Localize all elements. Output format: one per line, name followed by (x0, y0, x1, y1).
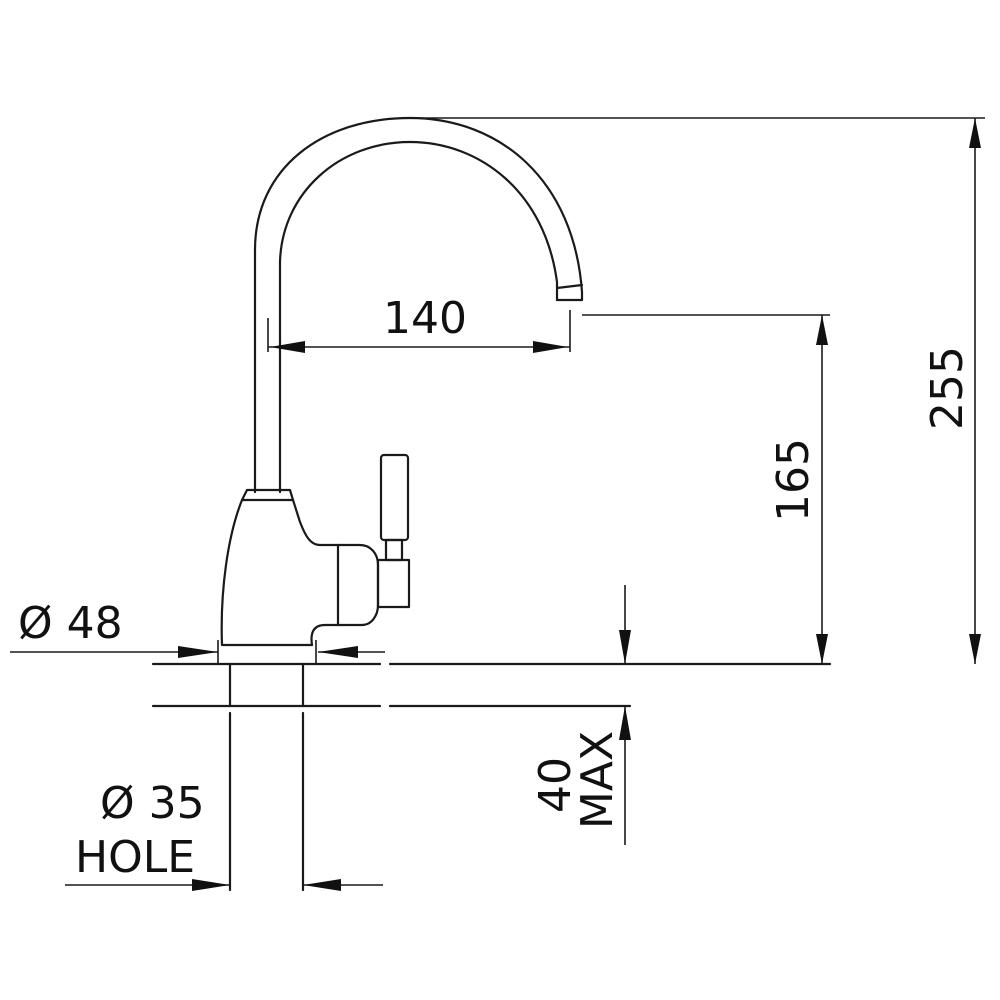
body-cap (240, 488, 295, 502)
hole-diameter-label: Ø 35 (100, 778, 205, 829)
max-label: MAX (572, 731, 623, 829)
hole-label: HOLE (75, 832, 195, 883)
tap-body (220, 498, 380, 647)
max-thickness-label: 40 (530, 757, 581, 813)
spout-height-label: 165 (768, 438, 819, 522)
base-diameter-label: Ø 48 (18, 598, 123, 649)
dim-140: 140 (267, 293, 571, 353)
dim-48: Ø 48 (10, 598, 385, 664)
handle-hub (376, 558, 411, 609)
handle-lever (379, 453, 410, 542)
total-height-label: 255 (922, 346, 973, 430)
spout-inner (278, 140, 559, 494)
spout-reach-label: 140 (383, 293, 467, 344)
spout-outlet (555, 283, 584, 302)
dim-40-max: 40 MAX (530, 585, 631, 845)
handle-stem (384, 538, 404, 562)
dim-165: 165 (582, 314, 830, 664)
worktop (151, 662, 832, 892)
dim-35: Ø 35 HOLE (65, 778, 383, 891)
tap-outline (220, 116, 584, 647)
dim-255: 255 (410, 117, 985, 664)
